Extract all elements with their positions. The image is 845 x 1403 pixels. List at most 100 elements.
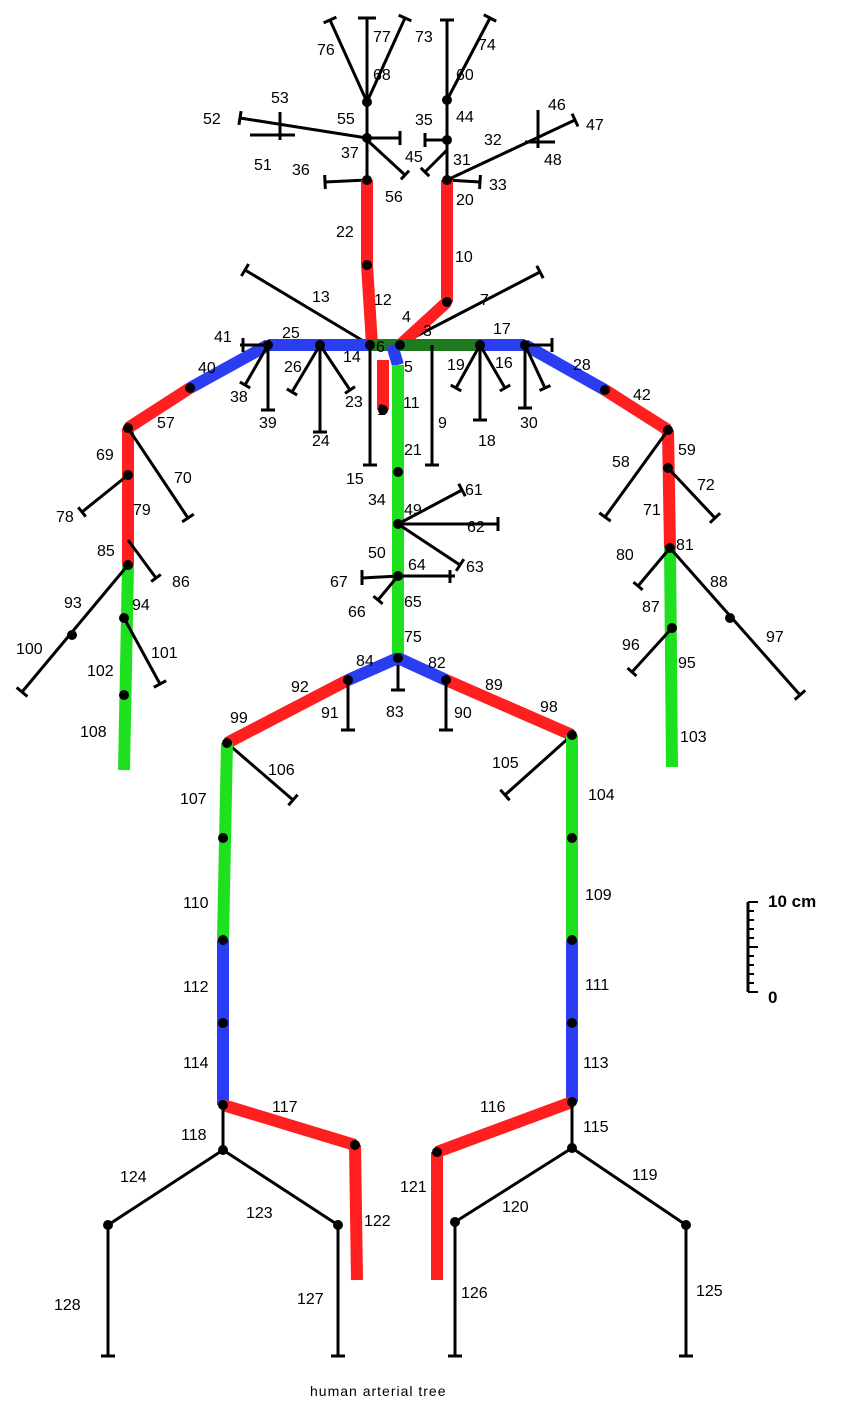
segment-label-46: 46 [548,97,566,114]
segment-label-92: 92 [291,679,309,696]
artery-branch [226,741,294,802]
artery-branch [404,270,541,344]
artery-branch [376,575,400,601]
artery-branch [636,547,672,587]
segment-label-62: 62 [467,519,485,536]
segment-label-88: 88 [710,574,728,591]
artery-branch [81,473,129,514]
branch-end-cap [287,793,299,807]
segment-label-41: 41 [214,329,232,346]
segment-label-106: 106 [268,762,295,779]
junction-node [362,175,372,185]
segment-label-117: 117 [272,1099,298,1116]
junction-node [263,340,273,350]
segment-label-84: 84 [356,653,374,670]
segment-label-103: 103 [680,729,707,746]
junction-node [520,340,530,350]
junction-node [432,1147,442,1157]
segment-label-95: 95 [678,655,696,672]
artery-segment [571,1146,687,1227]
junction-node [333,1220,343,1230]
junction-node [567,935,577,945]
branch-end-cap [450,383,462,393]
junction-node [393,571,403,581]
segment-label-12: 12 [374,292,392,309]
segment-label-69: 69 [96,447,114,464]
segment-label-91: 91 [321,705,339,722]
branch-end-cap [626,666,638,678]
artery-branch [454,344,482,389]
segment-label-10: 10 [455,249,473,266]
segment-label-128: 128 [54,1297,81,1314]
junction-node [362,133,372,143]
segment-label-99: 99 [230,710,248,727]
branch-end-cap [499,788,511,802]
segment-label-51: 51 [254,157,272,174]
segment-label-44: 44 [456,109,474,126]
segment-label-37: 37 [341,145,359,162]
segment-label-58: 58 [612,454,630,471]
branch-end-cap [239,380,251,390]
scale-bar-bottom-label: 0 [768,988,777,1007]
artery-branch [122,617,162,685]
segment-label-23: 23 [345,394,363,411]
segment-label-120: 120 [502,1199,529,1216]
artery-branch [478,344,507,389]
artery-branch [446,118,576,182]
segment-label-110: 110 [183,895,209,912]
segment-label-18: 18 [478,433,496,450]
branch-end-cap [399,169,411,181]
artery-segment [454,1146,573,1224]
junction-node [123,423,133,433]
segment-label-119: 119 [632,1167,658,1184]
junction-node [441,675,451,685]
artery-branch [244,268,366,344]
segment-label-55: 55 [337,111,355,128]
artery-branch [630,626,674,674]
segment-label-63: 63 [466,559,484,576]
artery-branch [365,17,407,103]
junction-node [218,1100,228,1110]
segment-label-61: 61 [465,482,483,499]
junction-node [218,1145,228,1155]
junction-node [343,675,353,685]
segment-label-87: 87 [642,599,660,616]
branch-end-cap [372,595,384,605]
segment-label-93: 93 [64,595,82,612]
segment-label-86: 86 [172,574,190,591]
segment-label-98: 98 [540,699,558,716]
junction-node [218,935,228,945]
segment-label-85: 85 [97,543,115,560]
junction-node [567,1018,577,1028]
artery-branch [666,466,717,520]
artery-branch [20,564,130,693]
segment-label-20: 20 [456,192,474,209]
artery-segment-117 [221,1099,357,1151]
branch-end-cap [286,387,298,397]
segment-label-90: 90 [454,705,472,722]
diagram-title: human arterial tree [310,1383,447,1399]
segment-label-48: 48 [544,152,562,169]
segment-label-50: 50 [368,545,386,562]
segment-label-31: 31 [453,152,471,169]
artery-segment-122 [349,1144,363,1281]
segment-label-126: 126 [461,1285,488,1302]
segment-label-89: 89 [485,677,503,694]
segment-label-127: 127 [297,1291,324,1308]
segment-label-66: 66 [348,604,366,621]
segment-label-122: 122 [364,1213,391,1230]
segment-label-115: 115 [583,1119,609,1136]
segment-label-107: 107 [180,791,207,808]
artery-segment [222,1148,339,1227]
junction-node [119,613,129,623]
segment-label-35: 35 [415,112,433,129]
segment-label-33: 33 [489,177,507,194]
segment-label-57: 57 [157,415,175,432]
branch-end-cap [454,558,466,572]
artery-branch [324,178,368,184]
artery-segment-4 [395,297,452,350]
junction-node [362,97,372,107]
branch-end-cap [632,580,644,592]
junction-node [350,1140,360,1150]
